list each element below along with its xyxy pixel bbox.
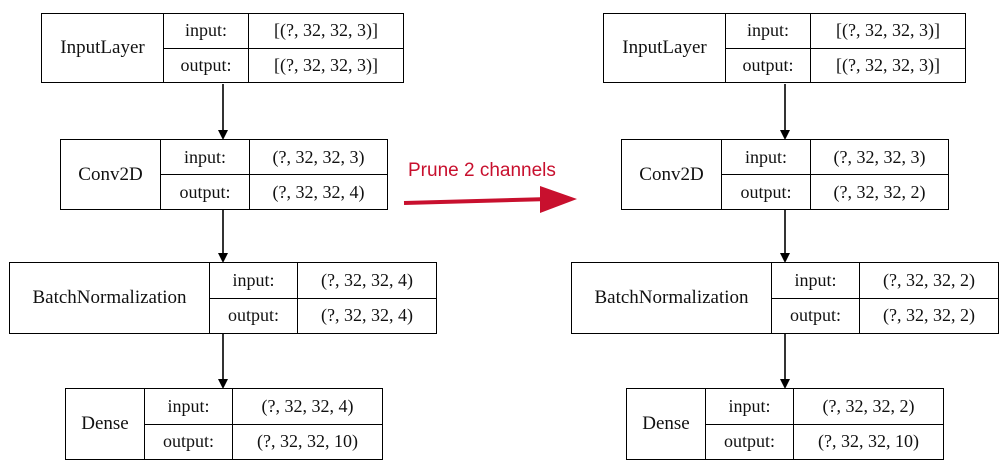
io-label: output:	[164, 48, 249, 82]
io-value: (?, 32, 32, 10)	[257, 431, 358, 452]
io-row-output: output: [(?, 32, 32, 3)]	[164, 47, 403, 82]
io-row-input: input: (?, 32, 32, 4)	[145, 389, 382, 424]
io-row-input: input: (?, 32, 32, 3)	[722, 140, 948, 174]
layer-dense-pruned: Dense input: (?, 32, 32, 2) output: (?, …	[626, 388, 944, 460]
io-label: input:	[161, 140, 250, 174]
io-row-input: input: [(?, 32, 32, 3)]	[726, 14, 965, 48]
layer-name: Dense	[66, 389, 145, 459]
io-value: (?, 32, 32, 2)	[883, 269, 975, 290]
layer-name: Dense	[627, 389, 706, 459]
io-row-input: input: [(?, 32, 32, 3)]	[164, 14, 403, 48]
layer-name: Conv2D	[61, 140, 161, 209]
io-label: input:	[145, 389, 233, 424]
io-value: (?, 32, 32, 4)	[261, 395, 354, 416]
io-row-output: output: (?, 32, 32, 10)	[706, 423, 943, 459]
io-value: (?, 32, 32, 2)	[822, 395, 915, 416]
io-row-output: output: (?, 32, 32, 2)	[772, 297, 998, 333]
io-label: output:	[726, 48, 811, 82]
layer-batchnormalization: BatchNormalization input: (?, 32, 32, 4)…	[9, 262, 437, 334]
io-value: (?, 32, 32, 4)	[321, 269, 413, 290]
io-value: [(?, 32, 32, 3)]	[836, 54, 940, 75]
io-label: output:	[722, 175, 811, 209]
io-row-input: input: (?, 32, 32, 3)	[161, 140, 387, 174]
prune-arrow-shaft	[403, 197, 551, 205]
io-row-output: output: (?, 32, 32, 10)	[145, 423, 382, 459]
io-value: (?, 32, 32, 2)	[833, 181, 926, 202]
io-label: input:	[726, 14, 811, 48]
layer-batchnormalization-pruned: BatchNormalization input: (?, 32, 32, 2)…	[571, 262, 999, 334]
io-value: (?, 32, 32, 10)	[818, 431, 919, 452]
io-row-output: output: (?, 32, 32, 4)	[161, 174, 387, 209]
layer-conv2d: Conv2D input: (?, 32, 32, 3) output: (?,…	[60, 139, 388, 210]
io-value: (?, 32, 32, 4)	[321, 305, 413, 326]
io-value: (?, 32, 32, 3)	[833, 146, 926, 167]
prune-label: Prune 2 channels	[408, 160, 556, 181]
layer-conv2d-pruned: Conv2D input: (?, 32, 32, 3) output: (?,…	[621, 139, 949, 210]
io-label: input:	[772, 263, 860, 298]
io-value: [(?, 32, 32, 3)]	[274, 54, 378, 75]
io-label: input:	[164, 14, 249, 48]
layer-inputlayer: InputLayer input: [(?, 32, 32, 3)] outpu…	[41, 13, 404, 83]
io-label: input:	[722, 140, 811, 174]
io-label: output:	[161, 175, 250, 209]
io-label: output:	[210, 298, 298, 333]
io-value: [(?, 32, 32, 3)]	[274, 20, 378, 41]
layer-name: InputLayer	[42, 14, 164, 82]
io-label: input:	[210, 263, 298, 298]
layer-dense: Dense input: (?, 32, 32, 4) output: (?, …	[65, 388, 383, 460]
io-row-output: output: (?, 32, 32, 4)	[210, 297, 436, 333]
io-row-input: input: (?, 32, 32, 2)	[772, 263, 998, 298]
layer-name: Conv2D	[622, 140, 722, 209]
io-row-output: output: (?, 32, 32, 2)	[722, 174, 948, 209]
io-row-output: output: [(?, 32, 32, 3)]	[726, 47, 965, 82]
io-label: input:	[706, 389, 794, 424]
io-row-input: input: (?, 32, 32, 2)	[706, 389, 943, 424]
layer-name: BatchNormalization	[10, 263, 210, 333]
io-label: output:	[772, 298, 860, 333]
layer-name: InputLayer	[604, 14, 726, 82]
io-value: (?, 32, 32, 2)	[883, 305, 975, 326]
prune-arrow-head	[540, 186, 577, 213]
layer-inputlayer-pruned: InputLayer input: [(?, 32, 32, 3)] outpu…	[603, 13, 966, 83]
layer-name: BatchNormalization	[572, 263, 772, 333]
io-value: (?, 32, 32, 3)	[272, 146, 365, 167]
io-label: output:	[145, 424, 233, 459]
io-value: (?, 32, 32, 4)	[272, 181, 365, 202]
io-row-input: input: (?, 32, 32, 4)	[210, 263, 436, 298]
io-label: output:	[706, 424, 794, 459]
io-value: [(?, 32, 32, 3)]	[836, 20, 940, 41]
